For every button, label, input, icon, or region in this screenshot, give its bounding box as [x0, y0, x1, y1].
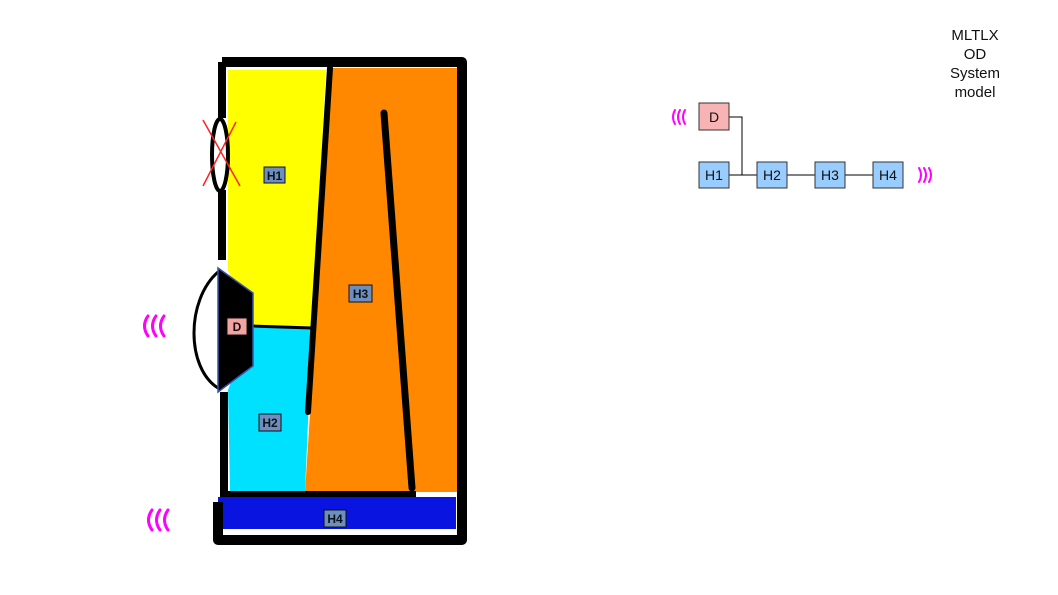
- title-line-4: model: [955, 84, 996, 101]
- node-h3: H3: [814, 161, 846, 189]
- driver-surround: [192, 270, 219, 390]
- node-h2: H2: [756, 161, 788, 189]
- cabinet-outer-wall: [213, 57, 467, 545]
- node-h1: H1: [698, 161, 730, 189]
- model-title: MLTLX OD System model: [950, 27, 1000, 101]
- title-line-3: System: [950, 65, 1000, 82]
- label-h4: H4: [323, 509, 347, 528]
- title-line-1: MLTLX: [951, 27, 998, 44]
- label-h2: H2: [258, 413, 282, 432]
- blocked-x-line-2: [202, 121, 237, 187]
- label-d: D: [226, 317, 248, 336]
- svg-text:H3: H3: [353, 287, 369, 301]
- sound-wave-driver-icon: [143, 314, 166, 338]
- panel-h3-inner: [380, 109, 416, 492]
- svg-text:H2: H2: [763, 167, 781, 183]
- svg-text:D: D: [233, 320, 242, 334]
- system-model: D H1 H2 H3 H4: [672, 102, 932, 189]
- model-sound-out-icon: [918, 167, 932, 183]
- svg-text:D: D: [709, 109, 719, 125]
- node-h4: H4: [872, 161, 904, 189]
- model-sound-in-icon: [672, 109, 686, 125]
- panel-h1-h3: [305, 65, 333, 415]
- sound-wave-port-icon: [147, 508, 170, 532]
- svg-text:H1: H1: [705, 167, 723, 183]
- panel-h1-h2: [251, 324, 313, 330]
- chamber-h1: [228, 70, 326, 328]
- title-line-2: OD: [964, 46, 987, 63]
- label-h1: H1: [263, 166, 286, 184]
- chamber-h3: [305, 68, 458, 492]
- cabinet-drawing: H1 D H2 H3 H4: [143, 57, 467, 545]
- node-d: D: [698, 102, 730, 131]
- connector-d-h1: [729, 116, 743, 176]
- top-port-ellipse: [210, 117, 230, 193]
- blocked-x-line-1: [202, 119, 241, 187]
- svg-text:H4: H4: [879, 167, 897, 183]
- svg-text:H3: H3: [821, 167, 839, 183]
- svg-text:H1: H1: [267, 169, 283, 183]
- svg-text:H4: H4: [327, 512, 343, 526]
- label-h3: H3: [348, 284, 373, 303]
- svg-text:H2: H2: [262, 416, 278, 430]
